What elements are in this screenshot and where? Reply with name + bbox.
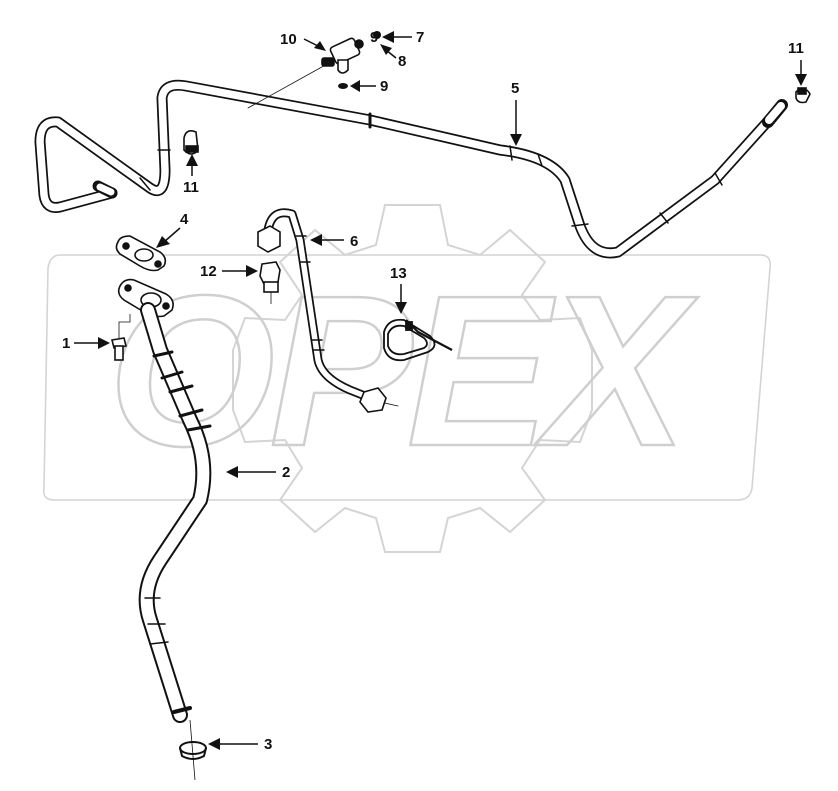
strap-13	[383, 318, 453, 362]
callout-13-label: 13	[390, 265, 407, 282]
callout-7-label: 7	[416, 29, 424, 46]
pipe-line-2	[138, 302, 212, 723]
callout-11b-label: 11	[788, 40, 804, 57]
nut-line-6-bottom	[359, 387, 387, 413]
callout-6: 6	[310, 233, 358, 250]
callout-9-fitting: 9	[370, 29, 378, 46]
callout-12-label: 12	[200, 263, 217, 280]
callout-3-label: 3	[264, 736, 272, 753]
callouts: 10 7 8 9 9 5	[62, 29, 807, 753]
callout-1-label: 1	[62, 335, 70, 352]
callout-9a-label: 9	[370, 29, 378, 46]
clip-11-right	[795, 87, 811, 104]
fitting-tee	[321, 37, 364, 74]
nut-line-6-top	[257, 225, 281, 253]
clip-11-left	[183, 130, 199, 155]
callout-7: 7	[382, 29, 424, 46]
callout-2-label: 2	[282, 464, 290, 481]
callout-1: 1	[62, 335, 110, 352]
callout-2: 2	[226, 464, 290, 481]
callout-10-label: 10	[280, 31, 297, 48]
callout-4: 4	[156, 211, 189, 248]
callout-11a-label: 11	[183, 179, 199, 196]
o-ring-9-top	[338, 83, 348, 89]
callout-8-label: 8	[398, 53, 406, 70]
callout-12: 12	[200, 263, 258, 280]
gasket-4	[115, 235, 167, 272]
callout-9-seal: 9	[350, 78, 388, 95]
callout-5: 5	[510, 80, 522, 146]
pipe-line-5	[34, 57, 788, 259]
seal-3	[179, 719, 207, 781]
o-ring-7	[373, 31, 381, 39]
callout-3: 3	[208, 736, 272, 753]
callout-10: 10	[280, 31, 326, 51]
bolt-1	[111, 314, 131, 361]
gear-watermark-icon	[42, 204, 772, 553]
adapter-12	[259, 261, 281, 304]
callout-6-label: 6	[350, 233, 358, 250]
callout-4-label: 4	[180, 211, 189, 228]
callout-9b-label: 9	[380, 78, 388, 95]
callout-13: 13	[390, 265, 407, 314]
callout-5-label: 5	[511, 80, 519, 97]
pipe-line-6	[263, 208, 399, 407]
callout-11-right: 11	[788, 40, 807, 86]
callout-8: 8	[380, 44, 406, 70]
callout-11-left: 11	[183, 154, 199, 196]
